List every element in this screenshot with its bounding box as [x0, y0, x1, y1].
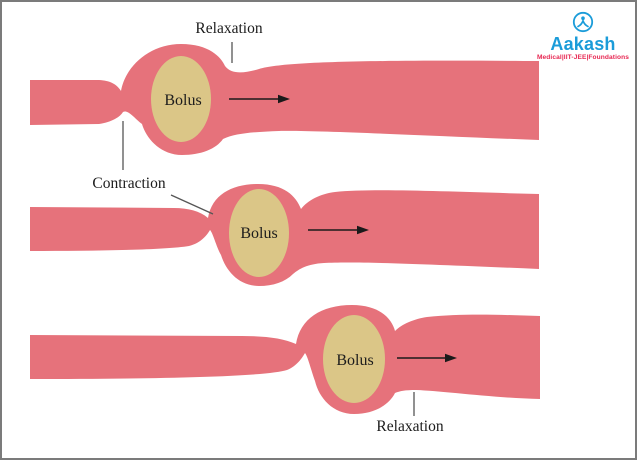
aakash-logo: Aakash Medical|IIT-JEE|Foundations	[536, 10, 630, 62]
annotations: Relaxation Contraction Relaxation	[92, 20, 443, 435]
contraction-pointer-line-diagonal	[170, 194, 214, 215]
peristalsis-stage-1: Bolus	[30, 44, 539, 155]
direction-arrowhead-3	[445, 353, 457, 363]
esophagus-tube-3	[30, 305, 540, 414]
bolus-3	[323, 315, 385, 403]
contraction-label: Contraction	[92, 175, 165, 192]
bolus-label-2: Bolus	[240, 225, 277, 242]
aakash-brand-text: Aakash	[550, 34, 616, 54]
bolus-2	[229, 189, 289, 277]
aakash-circle-figure-icon	[572, 11, 594, 33]
peristalsis-stage-2: Bolus	[30, 184, 539, 286]
aakash-tagline-text: Medical|IIT-JEE|Foundations	[536, 54, 630, 61]
direction-arrowhead-1	[278, 94, 290, 104]
bolus-label-1: Bolus	[164, 92, 201, 109]
peristalsis-stage-3: Bolus	[30, 305, 540, 414]
relaxation-label-bottom: Relaxation	[376, 418, 443, 435]
direction-arrowhead-2	[357, 225, 369, 235]
aakash-logo-icon	[536, 10, 630, 34]
relaxation-label-top: Relaxation	[195, 20, 262, 37]
bolus-1	[151, 56, 211, 142]
bolus-label-3: Bolus	[336, 352, 373, 369]
